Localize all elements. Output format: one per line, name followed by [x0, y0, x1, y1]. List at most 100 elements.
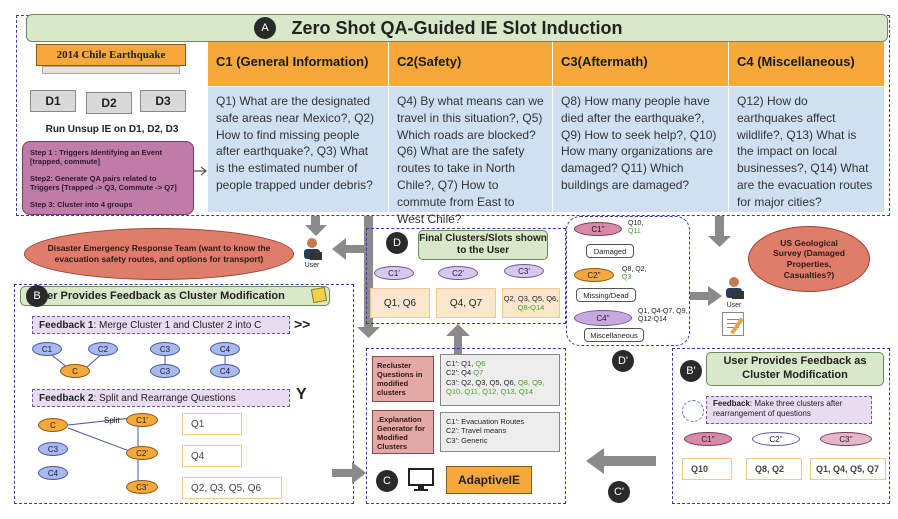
event-title-box: 2014 Chile Earthquake — [36, 44, 186, 66]
node-c-merged: C — [60, 364, 90, 378]
dp-label-damaged: Damaged — [586, 244, 634, 258]
question-box-c3p: Q2, Q3, Q5, Q6 — [182, 477, 282, 499]
section-dprime-frame — [566, 216, 690, 346]
cluster-c4-head: C4 (Miscellaneous) — [729, 42, 884, 86]
d-questions-c3p-black: Q2, Q3, Q5, Q6, — [503, 294, 559, 303]
event-base — [42, 66, 180, 74]
step-2: Step2: Generate QA pairs related to Trig… — [30, 173, 177, 193]
feedback-2: Feedback 2: Split and Rearrange Question… — [32, 389, 290, 407]
arrow-dp-to-user — [690, 286, 722, 306]
node-c4-split: C4 — [38, 466, 68, 480]
doc-d3: D3 — [140, 90, 186, 112]
arrow-a-down-right-head — [708, 236, 731, 247]
d-questions-c1p: Q1, Q6 — [370, 288, 430, 318]
section-a-title-text: Zero Shot QA-Guided IE Slot Induction — [291, 17, 623, 38]
section-a-title: Zero Shot QA-Guided IE Slot Induction — [26, 14, 888, 42]
cluster-c4-body: Q12) How do earthquakes affect wildlife?… — [729, 87, 884, 212]
feedback-2-text: : Split and Rearrange Questions — [93, 392, 236, 404]
section-d-title: Final Clusters/Slots shown to the User — [419, 233, 547, 256]
node-c4-top: C4 — [210, 342, 240, 356]
explain-line-3: C3': Generic — [446, 435, 488, 445]
section-bprime-title-bar: User Provides Feedback as Cluster Modifi… — [706, 352, 884, 386]
badge-a: A — [254, 17, 276, 39]
user-icon-left — [300, 236, 324, 262]
bp-questions-3: Q1, Q4, Q5, Q7 — [810, 458, 886, 480]
section-b-title: User Provides Feedback as Cluster Modifi… — [33, 290, 285, 302]
cycle-icon — [682, 400, 704, 422]
node-c1p: C1' — [126, 413, 158, 427]
explain-line-2: C2': Travel means — [446, 426, 507, 436]
cluster-c3-body: Q8) How many people have died after the … — [553, 87, 728, 212]
arrow-a-down-right — [715, 216, 724, 238]
section-bprime-frame — [672, 348, 890, 504]
feedback-bprime-text: : Make three clusters after rearrangemen… — [713, 399, 843, 418]
recluster-label: Recluster Questions in modified clusters — [372, 356, 434, 402]
dp-qs-1-green: Q11 — [628, 228, 641, 236]
recluster-line-3: C3': Q2, Q3, Q5, Q6, Q8, Q9, Q10, Q11, Q… — [446, 378, 554, 397]
recluster-line-1: C1': Q1, Q6 — [446, 359, 554, 368]
user-icon-right — [722, 275, 746, 301]
cluster-c1-head: C1 (General Information) — [208, 42, 388, 86]
recluster-line-2: C2': Q4 Q7 — [446, 368, 554, 377]
system-name: AdaptiveIE — [457, 473, 520, 487]
cluster-c3-head: C3(Aftermath) — [553, 42, 728, 86]
arrow-c-to-d — [446, 324, 470, 354]
recluster-line-1-green: Q6 — [475, 359, 486, 368]
monitor-icon — [408, 468, 434, 492]
recluster-line-2-green: Q7 — [473, 368, 484, 378]
node-dp-c4pp: C4'' — [574, 310, 632, 326]
explain-line-1: C1': Evacuation Routes — [446, 417, 525, 426]
node-c2p: C2' — [126, 446, 158, 460]
node-d-c1p: C1' — [374, 266, 414, 280]
section-b-frame — [14, 284, 354, 504]
feedback-bprime-bold: Feedback — [713, 399, 750, 408]
recluster-line-3-green: Q8, Q9, Q10, Q11, Q12, Q13, Q14 — [446, 377, 545, 397]
dp-qs-1-black: Q10, — [628, 220, 644, 227]
badge-bprime: B' — [680, 360, 702, 382]
d-questions-c3p-green: Q8-Q14 — [517, 303, 545, 312]
node-c-split: C — [38, 418, 68, 432]
pencil-icon — [310, 286, 328, 304]
steps-arrow — [193, 166, 207, 176]
badge-dprime: D' — [612, 350, 634, 372]
d-questions-c3p: Q2, Q3, Q5, Q6, Q8-Q14 — [502, 288, 560, 318]
feedback-1-bold: Feedback 1 — [39, 319, 94, 331]
doc-d2: D2 — [86, 92, 132, 114]
arrow-a-down-left — [311, 216, 320, 226]
dp-label-missing-dead: Missing/Dead — [576, 288, 636, 302]
badge-cprime: C' — [608, 481, 630, 503]
dp-qs-3: Q1, Q4-Q7, Q9, Q12-Q14 — [638, 308, 688, 324]
feedback-bprime: Feedback: Make three clusters after rear… — [706, 396, 872, 424]
badge-b: B — [26, 285, 48, 307]
node-c3p: C3' — [126, 480, 158, 494]
node-bp-c3pp: C3'' — [820, 432, 872, 446]
merge-icon: >> — [294, 316, 311, 332]
section-c-frame — [366, 348, 566, 504]
bp-questions-2: Q8, Q2 — [746, 458, 802, 480]
node-d-c2p: C2' — [438, 266, 478, 280]
arrow-a-down-left-head — [305, 225, 327, 236]
node-c3-top: C3 — [150, 342, 180, 356]
bp-questions-1: Q10 — [682, 458, 732, 480]
dp-qs-1: Q10, Q11 — [628, 220, 643, 237]
system-name-box: AdaptiveIE — [446, 466, 532, 494]
step-3: Step 3: Cluster into 4 groups — [30, 199, 133, 209]
badge-c: C — [376, 470, 398, 492]
question-box-c1p: Q1 — [182, 413, 242, 435]
section-b-title-bar: User Provides Feedback as Cluster Modifi… — [20, 286, 330, 306]
dp-qs-2-green: Q3 — [622, 274, 632, 282]
explain-list: C1': Evacuation Routes C2': Travel means… — [440, 412, 560, 452]
dp-qs-2-black: Q8, Q2, — [622, 266, 647, 273]
node-c4-bottom: C4 — [210, 364, 240, 378]
recluster-list: C1': Q1, Q6 C2': Q4 Q7 C3': Q2, Q3, Q5, … — [440, 354, 560, 406]
explain-label: .Explanation Generator for Modified Clus… — [372, 410, 434, 454]
dp-qs-2: Q8, Q2, Q3 — [622, 266, 647, 283]
feedback-1-text: : Merge Cluster 1 and Cluster 2 into C — [93, 319, 262, 331]
arrow-a-to-c-shaft — [364, 216, 373, 328]
arrow-d-to-user — [332, 238, 368, 260]
notepad-icon — [722, 312, 744, 336]
node-c3-bottom: C3 — [150, 364, 180, 378]
arrow-b-to-c — [332, 462, 366, 484]
node-c2: C2 — [88, 342, 118, 356]
recluster-line-1-black: C1': Q1, — [446, 359, 474, 368]
